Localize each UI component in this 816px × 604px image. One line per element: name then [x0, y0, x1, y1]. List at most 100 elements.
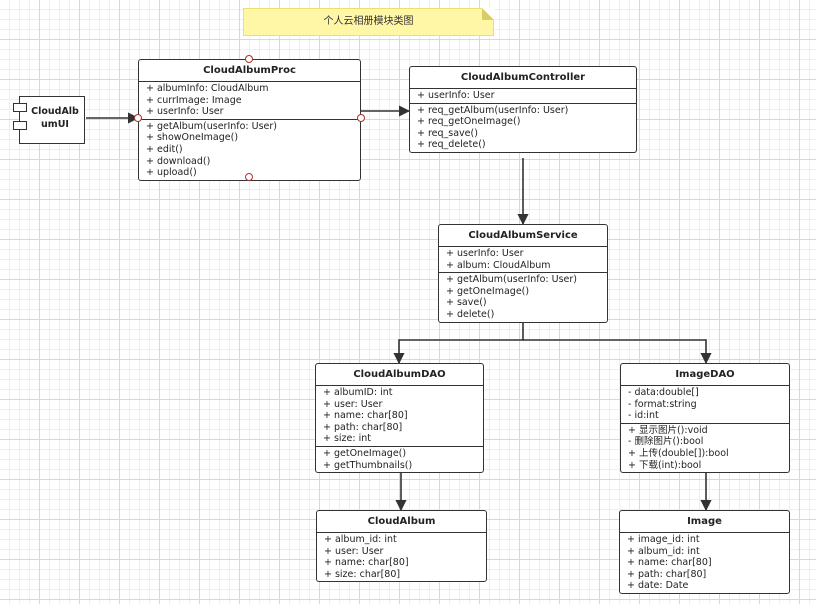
connection-port-top[interactable] [245, 55, 253, 63]
method[interactable]: +getOneImage() [439, 286, 607, 298]
attribute[interactable]: +name: char[80] [317, 557, 486, 569]
attribute[interactable]: -data:double[] [621, 387, 789, 399]
connection-port-left[interactable] [134, 114, 142, 122]
method[interactable]: +getThumbnails() [316, 460, 483, 472]
method[interactable]: +getAlbum(userInfo: User) [439, 274, 607, 286]
method-text: 删除图片():bool [634, 436, 704, 448]
method[interactable]: +显示图片():void [621, 425, 789, 437]
visibility-marker: + [446, 259, 454, 271]
note-folded-corner [482, 8, 494, 20]
visibility-marker: + [323, 398, 331, 410]
method-text: getThumbnails() [333, 459, 413, 471]
attribute[interactable]: +name: char[80] [316, 410, 483, 422]
method[interactable]: +getOneImage() [316, 448, 483, 460]
component-port-icon [13, 121, 27, 130]
attribute[interactable]: -format:string [621, 399, 789, 411]
class-imagedao[interactable]: ImageDAO-data:double[]-format:string-id:… [620, 363, 790, 474]
component-name: CloudAlbumUI [31, 106, 79, 130]
method[interactable]: -删除图片():bool [621, 436, 789, 448]
method[interactable]: +上传(double[]):bool [621, 448, 789, 460]
attribute[interactable]: +currImage: Image [139, 95, 360, 107]
component-port-icon [13, 103, 27, 112]
visibility-marker: + [417, 139, 425, 151]
visibility-marker: + [417, 127, 425, 139]
attribute[interactable]: +album_id: int [620, 546, 789, 558]
attribute[interactable]: +album: CloudAlbum [439, 260, 607, 272]
attribute-text: name: char[80] [637, 557, 712, 569]
method-text: getOneImage() [333, 447, 407, 459]
method[interactable]: +req_getOneImage() [410, 116, 636, 128]
method[interactable]: +下载(int):bool [621, 460, 789, 472]
attribute-text: size: int [333, 433, 371, 445]
attributes-section: +userInfo: User [410, 89, 636, 104]
attribute[interactable]: +userInfo: User [410, 90, 636, 102]
attribute[interactable]: +user: User [316, 399, 483, 411]
visibility-marker: + [446, 248, 454, 259]
attribute[interactable]: +path: char[80] [316, 422, 483, 434]
visibility-marker: + [323, 447, 331, 459]
class-cloudalbum[interactable]: CloudAlbum+album_id: int+user: User+name… [316, 510, 487, 583]
attribute-text: userInfo: User [156, 106, 224, 118]
connection-port-right[interactable] [357, 114, 365, 122]
attribute-text: name: char[80] [333, 410, 408, 422]
method-text: 上传(double[]):bool [638, 447, 729, 459]
attributes-section: +albumID: int+user: User+name: char[80]+… [316, 386, 483, 447]
attribute-text: id:int [634, 410, 659, 422]
attribute[interactable]: +userInfo: User [139, 106, 360, 118]
attribute[interactable]: +path: char[80] [620, 569, 789, 581]
visibility-marker: + [446, 274, 454, 286]
visibility-marker: + [627, 568, 635, 580]
attribute-text: date: Date [637, 580, 689, 592]
attribute[interactable]: +size: char[80] [317, 569, 486, 581]
methods-section: +getAlbum(userInfo: User)+getOneImage()+… [439, 273, 607, 321]
method-text: req_getAlbum(userInfo: User) [427, 104, 569, 116]
class-image[interactable]: Image+image_id: int+album_id: int+name: … [619, 510, 790, 594]
connection-port-bottom[interactable] [245, 173, 253, 181]
method[interactable]: +save() [439, 297, 607, 309]
attribute[interactable]: +albumInfo: CloudAlbum [139, 83, 360, 95]
class-cloudalbumservice[interactable]: CloudAlbumService+userInfo: User+album: … [438, 224, 608, 323]
visibility-marker: + [146, 143, 154, 155]
method[interactable]: +req_save() [410, 128, 636, 140]
attribute[interactable]: +user: User [317, 546, 486, 558]
attribute[interactable]: +albumID: int [316, 387, 483, 399]
class-cloudalbumdao[interactable]: CloudAlbumDAO+albumID: int+user: User+na… [315, 363, 484, 474]
attribute[interactable]: +date: Date [620, 580, 789, 592]
visibility-marker: + [324, 534, 332, 545]
method[interactable]: +req_delete() [410, 139, 636, 151]
attributes-section: -data:double[]-format:string-id:int [621, 386, 789, 424]
method[interactable]: +req_getAlbum(userInfo: User) [410, 105, 636, 117]
class-cloudalbumcontroller[interactable]: CloudAlbumController+userInfo: User+req_… [409, 66, 637, 153]
class-cloudalbumproc[interactable]: CloudAlbumProc+albumInfo: CloudAlbum+cur… [138, 59, 361, 181]
attribute[interactable]: +image_id: int [620, 534, 789, 546]
method[interactable]: +download() [139, 156, 360, 168]
note-text: 个人云相册模块类图 [323, 16, 414, 27]
method[interactable]: +edit() [139, 144, 360, 156]
attribute[interactable]: -id:int [621, 410, 789, 422]
method[interactable]: +upload() [139, 167, 360, 179]
visibility-marker: + [146, 106, 154, 118]
visibility-marker: + [627, 534, 635, 545]
method-text: upload() [156, 167, 197, 179]
attribute-text: size: char[80] [334, 568, 401, 580]
attribute[interactable]: +size: int [316, 433, 483, 445]
visibility-marker: + [323, 421, 331, 433]
attribute[interactable]: +name: char[80] [620, 557, 789, 569]
method-text: getAlbum(userInfo: User) [456, 274, 577, 286]
attribute[interactable]: +album_id: int [317, 534, 486, 546]
class-name: CloudAlbum [317, 511, 486, 533]
attribute-text: format:string [634, 398, 697, 410]
method[interactable]: +showOneImage() [139, 132, 360, 144]
method-text: download() [156, 155, 211, 167]
visibility-marker: + [146, 83, 154, 94]
visibility-marker: + [146, 155, 154, 167]
visibility-marker: + [628, 447, 636, 459]
method[interactable]: +getAlbum(userInfo: User) [139, 121, 360, 133]
attribute[interactable]: +userInfo: User [439, 248, 607, 260]
visibility-marker: + [627, 545, 635, 557]
attribute-text: currImage: Image [156, 94, 242, 106]
attribute-text: albumID: int [333, 387, 393, 398]
component-cloudalbumui[interactable]: CloudAlbumUI [13, 96, 85, 144]
methods-section: +显示图片():void-删除图片():bool+上传(double[]):bo… [621, 424, 789, 472]
method[interactable]: +delete() [439, 309, 607, 321]
